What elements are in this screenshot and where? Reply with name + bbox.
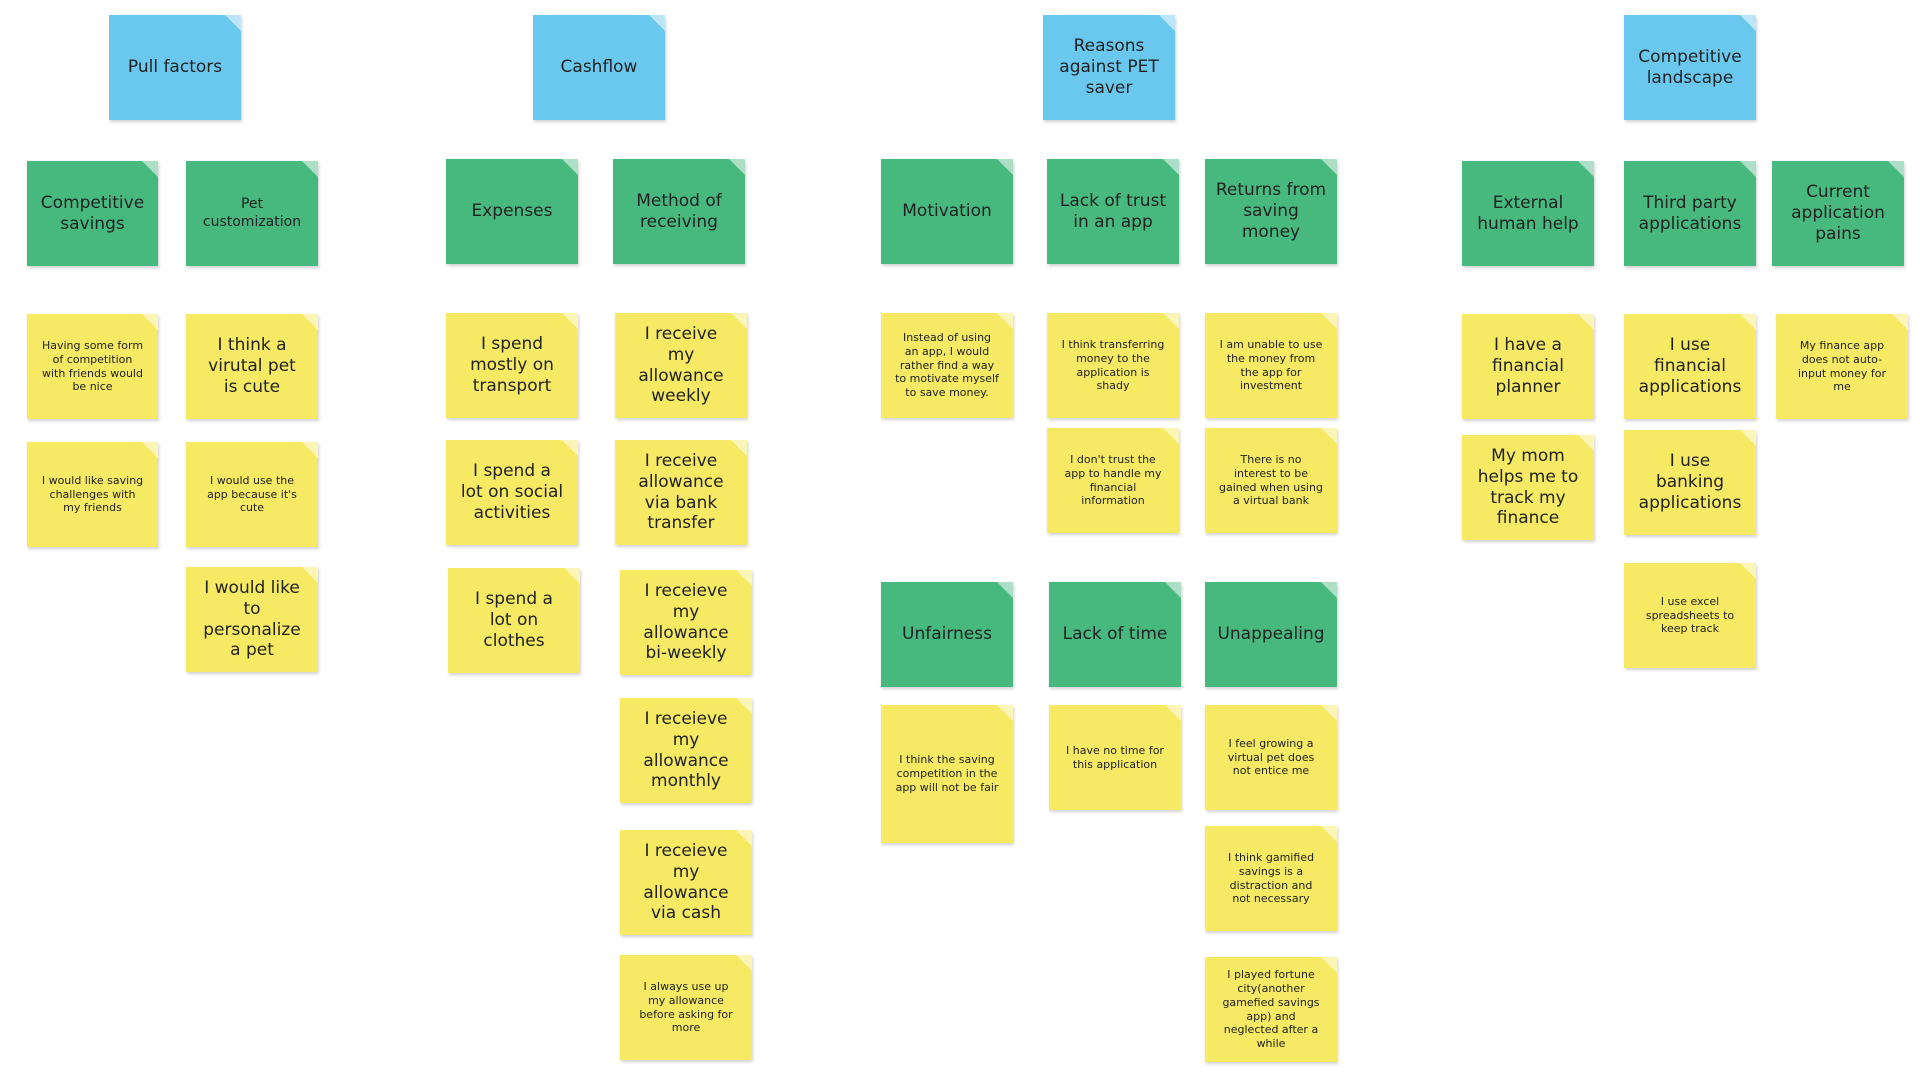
header-reasons-against[interactable]: Reasons against PET saver [1043, 15, 1175, 120]
sub-method-of-receiving[interactable]: Method of receiving [613, 159, 745, 264]
sub-external-human-help[interactable]: External human help [1462, 161, 1594, 266]
sticky-note[interactable]: I receive my allowance weekly [615, 313, 747, 418]
sticky-note[interactable]: I spend mostly on transport [446, 313, 578, 418]
sticky-text: I spend mostly on transport [470, 334, 554, 396]
sticky-note[interactable]: I receieve my allowance via cash [620, 830, 752, 935]
sub-expenses[interactable]: Expenses [446, 159, 578, 264]
sticky-note[interactable]: Having some form of competition with fri… [27, 314, 158, 419]
sticky-text: I use excel spreadsheets to keep track [1645, 594, 1735, 636]
sub-lack-of-time[interactable]: Lack of time [1049, 582, 1181, 687]
header-competitive-landscape[interactable]: Competitive landscape [1624, 15, 1756, 120]
sticky-text: I feel growing a virtual pet does not en… [1227, 736, 1315, 778]
sticky-note[interactable]: I think a virutal pet is cute [186, 314, 318, 419]
header-label: Reasons against PET saver [1059, 36, 1159, 98]
header-label: Competitive landscape [1638, 46, 1742, 88]
sub-label: Pet customization [202, 196, 302, 230]
sticky-text: I receive allowance via bank transfer [638, 451, 724, 534]
sticky-note[interactable]: I always use up my allowance before aski… [620, 955, 752, 1060]
sub-label: Motivation [902, 201, 992, 222]
sticky-text: I receieve my allowance via cash [643, 841, 729, 924]
header-pull-factors[interactable]: Pull factors [109, 15, 241, 120]
sticky-text: I always use up my allowance before aski… [639, 980, 733, 1035]
sub-third-party-apps[interactable]: Third party applications [1624, 161, 1756, 266]
sticky-note[interactable]: I use financial applications [1624, 314, 1756, 419]
sticky-text: I think gamified savings is a distractio… [1227, 851, 1315, 906]
sticky-text: I have a financial planner [1492, 335, 1564, 397]
sticky-text: I spend a lot on social activities [460, 461, 564, 523]
header-label: Cashflow [560, 57, 638, 78]
sticky-note[interactable]: I played fortune city(another gamefied s… [1205, 957, 1337, 1062]
sticky-note[interactable]: My mom helps me to track my finance [1462, 435, 1594, 540]
sticky-text: I use banking applications [1638, 451, 1742, 513]
sticky-text: I am unable to use the money from the ap… [1219, 338, 1323, 393]
sticky-text: I would use the app because it's cute [207, 473, 297, 515]
sticky-text: I receive my allowance weekly [638, 324, 724, 407]
sticky-note[interactable]: I receive allowance via bank transfer [615, 440, 747, 545]
sticky-note[interactable]: I would use the app because it's cute [186, 442, 318, 547]
sub-label: Lack of trust in an app [1059, 190, 1167, 232]
sticky-note[interactable]: I think the saving competition in the ap… [881, 705, 1013, 843]
sticky-note[interactable]: I am unable to use the money from the ap… [1205, 313, 1337, 418]
sticky-note[interactable]: I use excel spreadsheets to keep track [1624, 563, 1756, 668]
sub-returns-from-saving[interactable]: Returns from saving money [1205, 159, 1337, 264]
sub-label: Unappealing [1217, 624, 1325, 645]
sub-motivation[interactable]: Motivation [881, 159, 1013, 264]
sticky-text: I don't trust the app to handle my finan… [1064, 453, 1162, 508]
sticky-text: I think transferring money to the applic… [1061, 338, 1165, 393]
sticky-text: I would like to personalize a pet [203, 578, 301, 661]
header-label: Pull factors [127, 57, 223, 78]
sticky-note[interactable]: I receieve my allowance bi-weekly [620, 570, 752, 675]
sub-lack-of-trust[interactable]: Lack of trust in an app [1047, 159, 1179, 264]
sticky-note[interactable]: There is no interest to be gained when u… [1205, 428, 1337, 533]
sub-label: Returns from saving money [1215, 180, 1327, 242]
sub-label: Unfairness [902, 624, 992, 645]
sticky-note[interactable]: I spend a lot on clothes [448, 568, 580, 673]
sticky-text: I use financial applications [1638, 335, 1742, 397]
sticky-text: There is no interest to be gained when u… [1219, 453, 1323, 508]
sub-label: Expenses [471, 201, 553, 222]
sticky-note[interactable]: I don't trust the app to handle my finan… [1047, 428, 1179, 533]
sticky-text: I think the saving competition in the ap… [895, 753, 999, 794]
sticky-text: I receieve my allowance bi-weekly [643, 581, 729, 664]
sticky-note[interactable]: I use banking applications [1624, 430, 1756, 535]
sub-current-app-pains[interactable]: Current application pains [1772, 161, 1904, 266]
sticky-text: I have no time for this application [1066, 743, 1164, 771]
sticky-text: I played fortune city(another gamefied s… [1222, 968, 1320, 1050]
sticky-note[interactable]: I have a financial planner [1462, 314, 1594, 419]
sub-label: External human help [1477, 192, 1579, 234]
sub-pet-customization[interactable]: Pet customization [186, 161, 318, 266]
sticky-note[interactable]: Instead of using an app, I would rather … [881, 313, 1013, 418]
sub-competitive-savings[interactable]: Competitive savings [27, 161, 158, 266]
sticky-note[interactable]: I think gamified savings is a distractio… [1205, 826, 1337, 931]
sub-label: Competitive savings [40, 192, 145, 234]
sticky-note[interactable]: I would like to personalize a pet [186, 567, 318, 672]
sticky-note[interactable]: I have no time for this application [1049, 705, 1181, 810]
sub-unfairness[interactable]: Unfairness [881, 582, 1013, 687]
sticky-text: Instead of using an app, I would rather … [895, 331, 999, 400]
sticky-text: Having some form of competition with fri… [41, 339, 144, 394]
sticky-text: I would like saving challenges with my f… [41, 473, 144, 515]
sub-label: Lack of time [1062, 624, 1168, 645]
sticky-text: I spend a lot on clothes [475, 589, 553, 651]
sub-unappealing[interactable]: Unappealing [1205, 582, 1337, 687]
sticky-note[interactable]: I feel growing a virtual pet does not en… [1205, 705, 1337, 810]
header-cashflow[interactable]: Cashflow [533, 15, 665, 120]
sticky-note[interactable]: I would like saving challenges with my f… [27, 442, 158, 547]
sticky-note[interactable]: I think transferring money to the applic… [1047, 313, 1179, 418]
sticky-text: I receieve my allowance monthly [643, 709, 729, 792]
sticky-note[interactable]: My finance app does not auto-input money… [1776, 314, 1908, 419]
sticky-note[interactable]: I spend a lot on social activities [446, 440, 578, 545]
sub-label: Current application pains [1791, 182, 1885, 244]
sub-label: Method of receiving [636, 190, 722, 232]
sub-label: Third party applications [1638, 192, 1742, 234]
sticky-note[interactable]: I receieve my allowance monthly [620, 698, 752, 803]
sticky-text: My finance app does not auto-input money… [1797, 339, 1887, 394]
sticky-text: I think a virutal pet is cute [208, 335, 296, 397]
sticky-text: My mom helps me to track my finance [1477, 446, 1579, 529]
